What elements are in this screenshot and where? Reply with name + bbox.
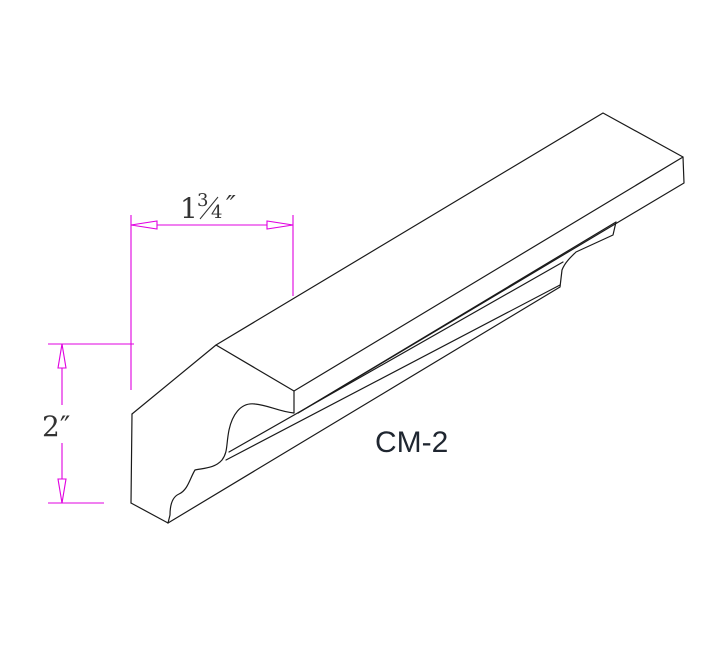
arrowhead-left-icon	[130, 220, 158, 230]
width-unit: ″	[226, 191, 236, 221]
width-numerator: 3	[197, 190, 208, 211]
part-label: CM-2	[375, 426, 448, 459]
molding-outline	[130, 112, 685, 524]
arrowhead-right-icon	[266, 220, 294, 230]
arrowhead-up-icon	[57, 343, 67, 369]
width-denominator: 4	[211, 202, 222, 223]
width-dimension: 1 3 4 ″	[130, 190, 294, 390]
height-dimension: 2″	[42, 343, 134, 504]
width-whole: 1	[180, 192, 198, 225]
arrowhead-down-icon	[57, 478, 67, 504]
height-label: 2″	[42, 410, 70, 443]
